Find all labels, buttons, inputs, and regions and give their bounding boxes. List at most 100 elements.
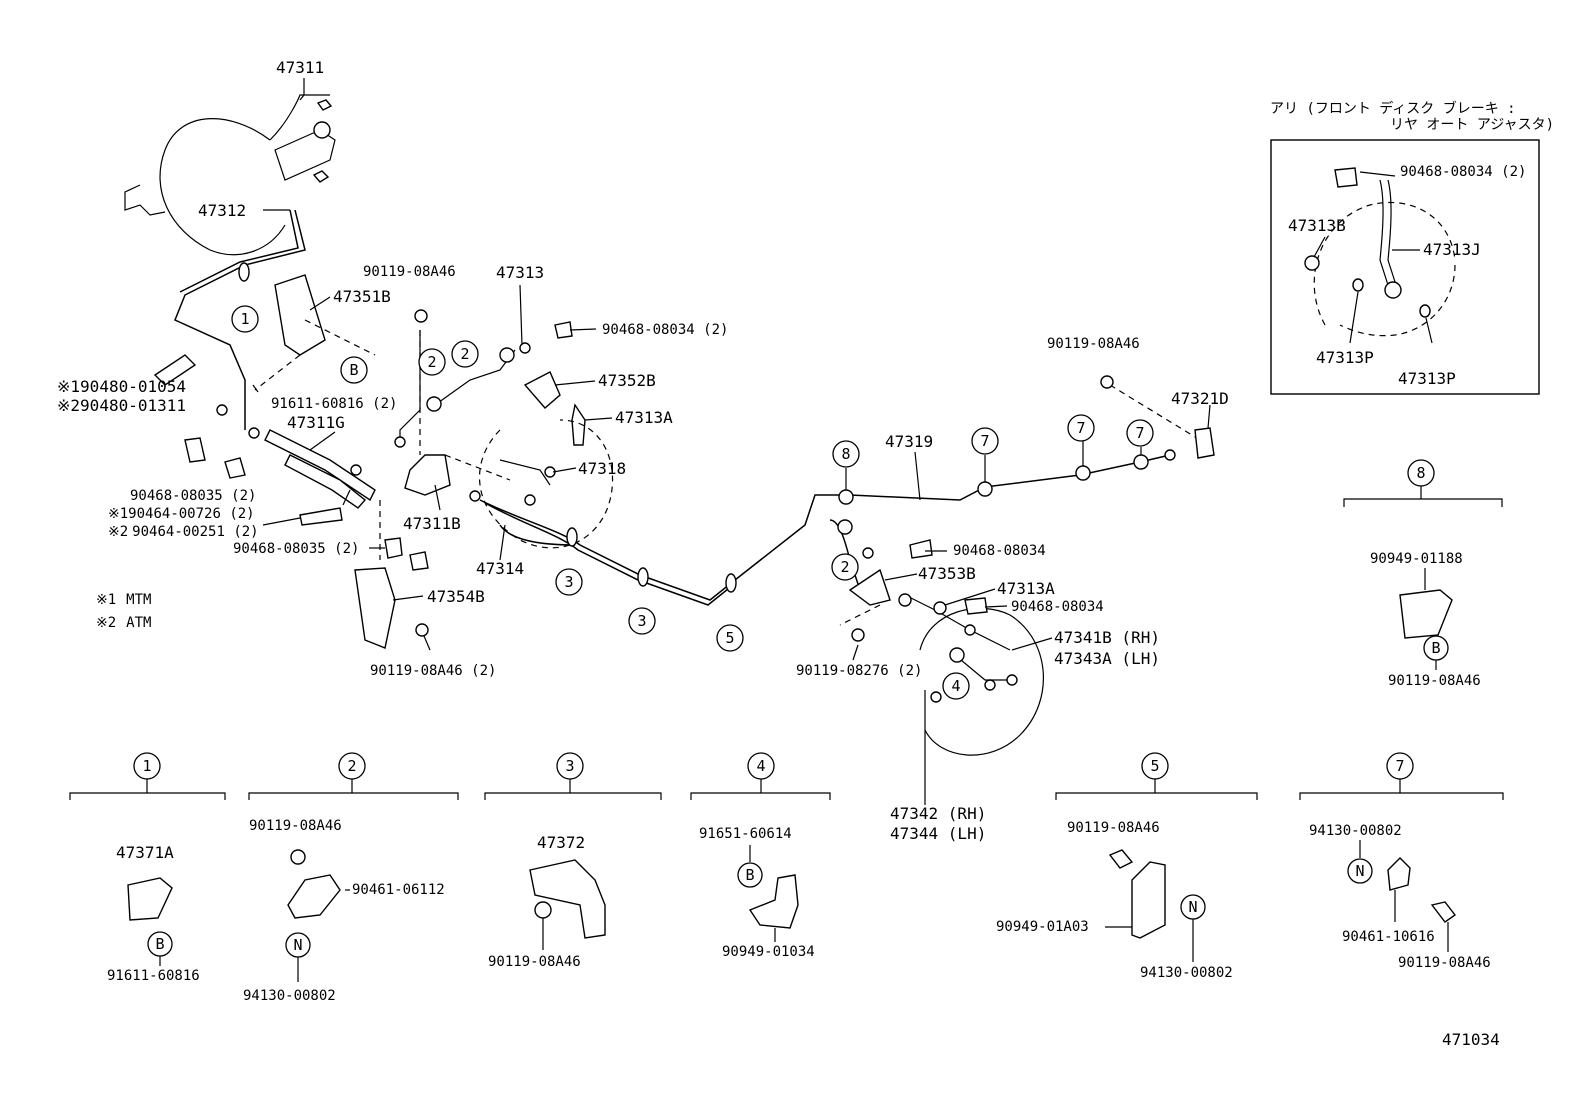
inset-label-47313p-a: 47313P	[1316, 348, 1374, 367]
inset-label-47313j: 47313J	[1423, 240, 1481, 259]
hose-47311g	[264, 429, 376, 509]
g4-label-91651-60614: 91651-60614	[699, 826, 792, 842]
group-3-number: 3	[565, 757, 574, 775]
inset-label-47313b: 47313B	[1288, 216, 1346, 235]
label-47341b-rh: 47341B (RH)	[1054, 628, 1160, 647]
circle-n: N	[293, 936, 302, 954]
label-90464-00726-2: 90464-00726 (2)	[128, 506, 254, 522]
callout-8: 8	[841, 445, 850, 463]
label-47321d: 47321D	[1171, 389, 1229, 408]
label-47312: 47312	[198, 201, 246, 220]
g8-label-90949-01188: 90949-01188	[1370, 551, 1463, 567]
bracket-47354b	[354, 567, 396, 649]
group-8-number: 8	[1416, 464, 1425, 482]
label-47344-lh: 47344 (LH)	[890, 824, 986, 843]
group-3: 3 47372 90119-08A46	[484, 752, 662, 970]
g4-label-90949-01034: 90949-01034	[722, 944, 815, 960]
note-mark-1-line: ※190464-00726 (2)	[108, 506, 255, 522]
callout-7: 7	[980, 432, 989, 450]
rear-brake-drum	[904, 594, 1044, 800]
fastener-markers	[216, 309, 1176, 703]
label-47352b: 47352B	[598, 371, 656, 390]
label-90468-08035-2-b: 90468-08035 (2)	[233, 541, 359, 557]
group-4: 4 91651-60614 B 90949-01034	[690, 752, 831, 960]
label-90468-08034-b: 90468-08034	[1011, 599, 1104, 615]
callout-5: 5	[725, 629, 734, 647]
inset-rear-auto-adjuster: アリ (フロント ディスク ブレーキ : リヤ オート アジャスタ) 90468…	[1270, 100, 1554, 395]
group-2: 2 90119-08A46 90461-06112 N 94130-00802	[243, 752, 459, 1004]
label-90119-08a46-2: 90119-08A46 (2)	[370, 663, 496, 679]
label-90468-08034-a: 90468-08034	[953, 543, 1046, 559]
g3-label-47372: 47372	[537, 833, 585, 852]
label-47319: 47319	[885, 432, 933, 451]
label-90468-08035-2-a: 90468-08035 (2)	[130, 488, 256, 504]
circle-b: B	[155, 935, 164, 953]
label-47311: 47311	[276, 58, 324, 77]
label-47311g: 47311G	[287, 413, 345, 432]
g1-label-91611-60816: 91611-60816	[107, 968, 200, 984]
label-47313: 47313	[496, 263, 544, 282]
group-5-number: 5	[1150, 757, 1159, 775]
g7-label-90119-08a46: 90119-08A46	[1398, 955, 1491, 971]
g5-label-94130-00802: 94130-00802	[1140, 965, 1233, 981]
inset-label-47313p-b: 47313P	[1398, 369, 1456, 388]
label-90119-08a46-right: 90119-08A46	[1047, 336, 1140, 352]
group-2-number: 2	[347, 757, 356, 775]
note-2-part: ※290480-01311	[57, 396, 186, 415]
clip-90480	[153, 354, 197, 386]
g2-label-94130-00802: 94130-00802	[243, 988, 336, 1004]
callout-2: 2	[460, 345, 469, 363]
bracket-47351b	[274, 274, 326, 356]
inset-title-line1: アリ (フロント ディスク ブレーキ :	[1270, 100, 1516, 117]
label-90468-08034-2: 90468-08034 (2)	[602, 322, 728, 338]
label-47314: 47314	[476, 559, 524, 578]
circle-b: B	[349, 361, 358, 379]
label-47313a-bottom: 47313A	[997, 579, 1055, 598]
g5-label-90119-08a46: 90119-08A46	[1067, 820, 1160, 836]
g7-label-94130-00802: 94130-00802	[1309, 823, 1402, 839]
proportioning-valve-47311b	[404, 454, 451, 496]
callout-2: 2	[840, 558, 849, 576]
label-90119-08a46-top: 90119-08A46	[363, 264, 456, 280]
label-47354b: 47354B	[427, 587, 485, 606]
diagram-id: 471034	[1442, 1030, 1500, 1049]
group-5: 5 90119-08A46 90949-01A03 N 94130-00802	[996, 752, 1258, 981]
label-47351b: 47351B	[333, 287, 391, 306]
brake-pipe-main	[479, 454, 1171, 601]
g1-label-47371a: 47371A	[116, 843, 174, 862]
g8-label-90119-08a46: 90119-08A46	[1388, 673, 1481, 689]
group-4-number: 4	[756, 757, 765, 775]
bracket-47353b	[848, 568, 891, 606]
group-7: 7 94130-00802 N 90461-10616 90119-08A46	[1299, 752, 1504, 971]
label-47342-rh: 47342 (RH)	[890, 804, 986, 823]
label-47311b: 47311B	[403, 514, 461, 533]
g2-label-90119-08a46: 90119-08A46	[249, 818, 342, 834]
inset-title-line2: リヤ オート アジャスタ)	[1390, 117, 1554, 133]
group-1-number: 1	[142, 757, 151, 775]
callout-1: 1	[240, 310, 249, 328]
label-91611-60816-2: 91611-60816 (2)	[271, 396, 397, 412]
circle-b: B	[745, 866, 754, 884]
callout-2: 2	[427, 353, 436, 371]
label-90464-00251-2: 90464-00251 (2)	[132, 524, 258, 540]
callout-4: 4	[951, 677, 960, 695]
g7-label-90461-10616: 90461-10616	[1342, 929, 1435, 945]
circle-n: N	[1188, 898, 1197, 916]
label-90119-08276-2: 90119-08276 (2)	[796, 663, 922, 679]
group-1: 1 47371A B 91611-60816	[69, 752, 226, 984]
callout-3: 3	[637, 612, 646, 630]
brake-pipe-front	[174, 209, 306, 430]
g5-label-90949-01a03: 90949-01A03	[996, 919, 1089, 935]
note-1-part: ※190480-01054	[57, 377, 186, 396]
g2-label-90461-06112: 90461-06112	[352, 882, 445, 898]
group-7-number: 7	[1395, 757, 1404, 775]
callout-circles: 1 2 2 3 3 5 8 7 7 7 2 4 B	[231, 305, 1154, 700]
label-47353b: 47353B	[918, 564, 976, 583]
callout-7: 7	[1135, 424, 1144, 442]
group-8: 8 90949-01188 B 90119-08A46	[1343, 459, 1503, 689]
circle-b: B	[1431, 639, 1440, 657]
